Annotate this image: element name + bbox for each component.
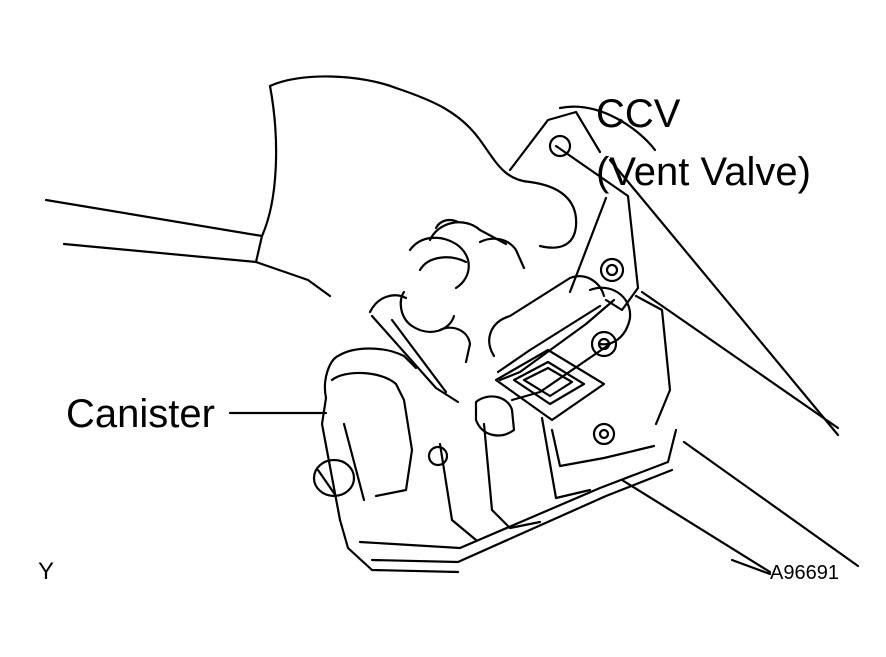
vent-valve-label: (Vent Valve) xyxy=(596,150,811,194)
figure-code: A96691 xyxy=(770,562,839,584)
connector xyxy=(494,348,606,422)
code-leader-line xyxy=(730,558,772,576)
corner-mark: Y xyxy=(38,558,55,585)
canister-label: Canister xyxy=(66,392,215,436)
bracket xyxy=(508,110,672,426)
ccv-label: CCV xyxy=(596,92,681,136)
mounting-rail xyxy=(558,105,860,574)
hand xyxy=(44,75,578,404)
canister-body xyxy=(312,347,678,574)
ccv-leader-line xyxy=(568,196,608,294)
